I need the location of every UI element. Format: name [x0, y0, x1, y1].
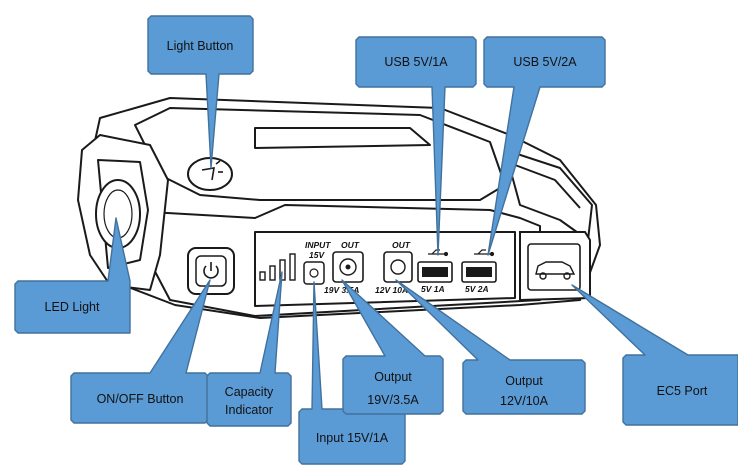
output-12v-ring: [390, 259, 406, 275]
output-12v-socket: [383, 251, 413, 283]
callout-out-12v-text-line2: 12V/10A: [500, 394, 549, 408]
callout-ec5: [571, 284, 738, 426]
power-icon: [203, 262, 219, 279]
input-port: INPUT 15V: [303, 240, 331, 285]
callout-led-light-text: LED Light: [45, 300, 100, 314]
callout-out-19v-text-line1: Output: [374, 370, 412, 384]
callout-usb-1a-text: USB 5V/1A: [384, 55, 448, 69]
output-19v-out-label: OUT: [341, 240, 360, 250]
ec5-cover: [527, 243, 581, 291]
callout-out-12v: [395, 279, 586, 415]
callout-capacity: [206, 271, 292, 427]
callout-capacity-text-line2: Indicator: [225, 403, 273, 417]
callout-out-19v-text-line2: 19V/3.5A: [367, 393, 419, 407]
callout-ec5-text: EC5 Port: [657, 384, 708, 398]
output-12v-out-label: OUT: [392, 240, 411, 250]
on-off-button[interactable]: [187, 247, 235, 295]
output-19v-ring: [339, 258, 357, 276]
usb-2a-tongue: [466, 267, 492, 277]
callout-out-19v: [341, 279, 444, 415]
output-19v-port: OUT 19V 3.5A: [324, 240, 364, 295]
light-button-cap[interactable]: [187, 157, 233, 191]
callout-usb-2a: [483, 36, 606, 256]
callout-on-off-text: ON/OFF Button: [97, 392, 184, 406]
usb-1a-tongue: [422, 267, 448, 277]
callout-led-light: [14, 217, 131, 334]
usb-1a-port: 5V 1A: [417, 249, 453, 294]
callout-light-button: [147, 15, 254, 169]
input-port-pin: [309, 268, 319, 278]
output-19v-pin: [345, 264, 351, 270]
callout-input-text: Input 15V/1A: [316, 431, 389, 445]
usb-1a-rating: 5V 1A: [421, 284, 445, 294]
output-12v-rating: 12V 10A: [375, 285, 408, 295]
car-icon: [535, 261, 576, 280]
callout-usb-2a-text: USB 5V/2A: [513, 55, 577, 69]
usb-2a-rating: 5V 2A: [465, 284, 489, 294]
callout-capacity-text-line1: Capacity: [225, 385, 274, 399]
input-port-socket: [303, 261, 325, 285]
callout-input: [298, 281, 406, 465]
callout-usb-1a: [355, 36, 477, 256]
light-icon: [201, 160, 223, 181]
callout-out-12v-text-line1: Output: [505, 374, 543, 388]
device-top-slot: [254, 127, 431, 149]
capacity-bar-3: [279, 259, 286, 281]
device-right-grip: [514, 164, 581, 209]
input-port-label: INPUT: [305, 240, 331, 250]
input-port-volt: 15V: [309, 250, 325, 260]
capacity-bar-4: [289, 253, 296, 281]
capacity-bar-2: [269, 265, 276, 281]
capacity-indicator: [259, 253, 296, 281]
capacity-bar-1: [259, 271, 266, 281]
light-button[interactable]: [187, 157, 233, 191]
output-19v-rating: 19V 3.5A: [324, 285, 359, 295]
callout-light-button-text: Light Button: [167, 39, 234, 53]
ec5-port: [519, 231, 591, 302]
